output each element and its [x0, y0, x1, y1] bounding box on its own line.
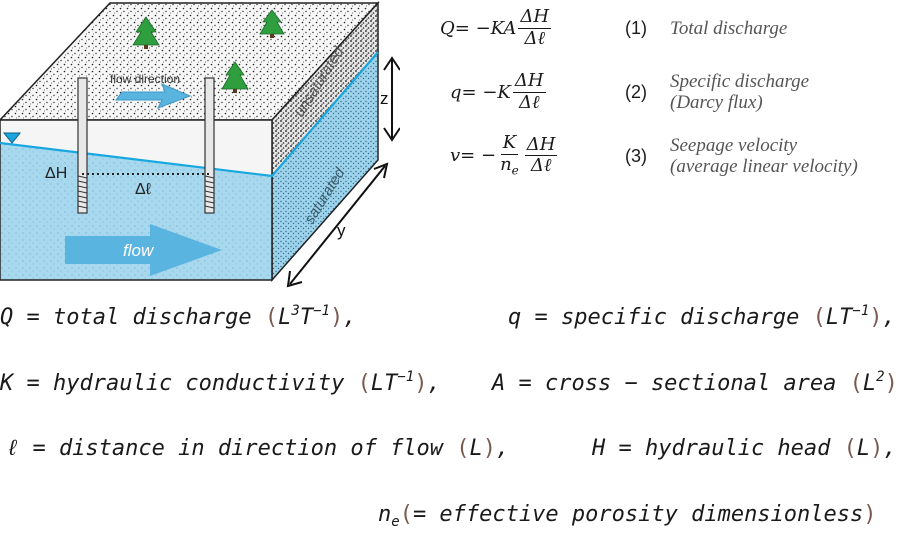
equation-formula: v = − K ne ΔH Δℓ	[440, 134, 625, 177]
definition-K: K = hydraulic conductivity (LT−1),	[0, 369, 441, 396]
definition-l: ℓ = distance in direction of flow (L),	[6, 436, 510, 461]
fraction-numerator: K	[500, 132, 519, 156]
fraction-denominator: Δℓ	[524, 27, 545, 49]
fraction-numerator: ΔH	[524, 133, 558, 157]
definition-q: q = specific discharge (LT−1),	[508, 303, 896, 330]
equation-formula: q = − K ΔH Δℓ	[440, 69, 625, 113]
equation-total-discharge: Q = − KA ΔH Δℓ (1) Total discharge	[440, 0, 787, 56]
tree-icon	[132, 16, 160, 49]
definition-ne: ne(= effective porosity dimensionless)	[378, 502, 877, 530]
water-table-line	[0, 51, 379, 178]
y-dimension-arrow	[286, 162, 389, 288]
delta-h-label: ΔH	[45, 165, 67, 182]
flow-direction-arrow	[115, 83, 192, 109]
flow-arrow	[65, 224, 222, 276]
front-face-outline	[0, 119, 273, 281]
definitions-row-1: Q = total discharge (L3T−1), q = specifi…	[0, 303, 900, 343]
flow-label: flow	[123, 241, 155, 260]
tree-icon	[221, 61, 249, 93]
flow-direction-label: flow direction	[110, 72, 180, 86]
fraction-denominator: Δℓ	[518, 91, 540, 113]
equation-seepage-velocity: v = − K ne ΔH Δℓ (3) Seepage velocity (a…	[440, 128, 858, 184]
equation-lhs: q	[450, 81, 462, 103]
equation-formula: Q = − KA ΔH Δℓ	[440, 5, 625, 49]
equation-number: (3)	[625, 145, 647, 166]
equation-coefficient: K	[497, 81, 511, 103]
well-left	[77, 77, 88, 214]
fraction-numerator: ΔH	[512, 69, 546, 93]
y-label: y	[337, 221, 346, 240]
definition-A: A = cross − sectional area (L2),	[492, 369, 900, 396]
equation-name-line: Seepage velocity	[670, 135, 798, 156]
equation-specific-discharge: q = − K ΔH Δℓ (2) Specific discharge (Da…	[440, 64, 809, 120]
equation-name-line: Specific discharge	[670, 71, 810, 92]
equation-lhs: Q	[440, 17, 455, 39]
tree-icon	[259, 9, 285, 38]
equation-name-line: Total discharge	[670, 17, 788, 39]
definitions-row-3: ℓ = distance in direction of flow (L), H…	[0, 436, 900, 476]
equation-fraction: ΔH Δℓ	[524, 133, 558, 177]
equation-lhs: v	[450, 145, 461, 167]
equation-fraction: ΔH Δℓ	[518, 5, 552, 49]
equation-name-line: (Darcy flux)	[670, 92, 763, 113]
equation-fraction: ΔH Δℓ	[512, 69, 546, 113]
equation-operator: = −	[460, 145, 497, 167]
equation-coefficient-fraction: K ne	[498, 132, 521, 178]
definitions-row-2: K = hydraulic conductivity (LT−1), A = c…	[0, 369, 900, 409]
equation-name-line: (average linear velocity)	[670, 156, 858, 177]
equation-name: Seepage velocity (average linear velocit…	[670, 135, 858, 177]
equation-coefficient: KA	[490, 17, 517, 39]
equation-name: Specific discharge (Darcy flux)	[670, 71, 809, 113]
fraction-denominator: ne	[500, 154, 519, 178]
definitions-row-4: ne(= effective porosity dimensionless)	[0, 502, 900, 542]
fraction-denominator: Δℓ	[530, 155, 552, 177]
definition-Q: Q = total discharge (L3T−1),	[0, 303, 357, 330]
fraction-numerator: ΔH	[518, 5, 552, 29]
equation-number: (1)	[625, 17, 647, 38]
z-dimension-arrow	[383, 56, 400, 142]
water-table-symbol	[2, 132, 22, 144]
front-face-unsaturated	[0, 120, 272, 176]
z-label: z	[380, 89, 389, 108]
delta-l-label: Δℓ	[135, 181, 151, 198]
well-right	[204, 77, 215, 214]
equation-operator: = −	[461, 81, 498, 103]
definition-H: H = hydraulic head (L),	[592, 436, 897, 461]
equation-name: Total discharge	[670, 18, 787, 39]
aquifer-block-diagram: flow direction ΔH Δℓ flow unsaturated sa…	[0, 1, 400, 288]
equation-operator: = −	[454, 17, 491, 39]
equation-number: (2)	[625, 81, 647, 102]
